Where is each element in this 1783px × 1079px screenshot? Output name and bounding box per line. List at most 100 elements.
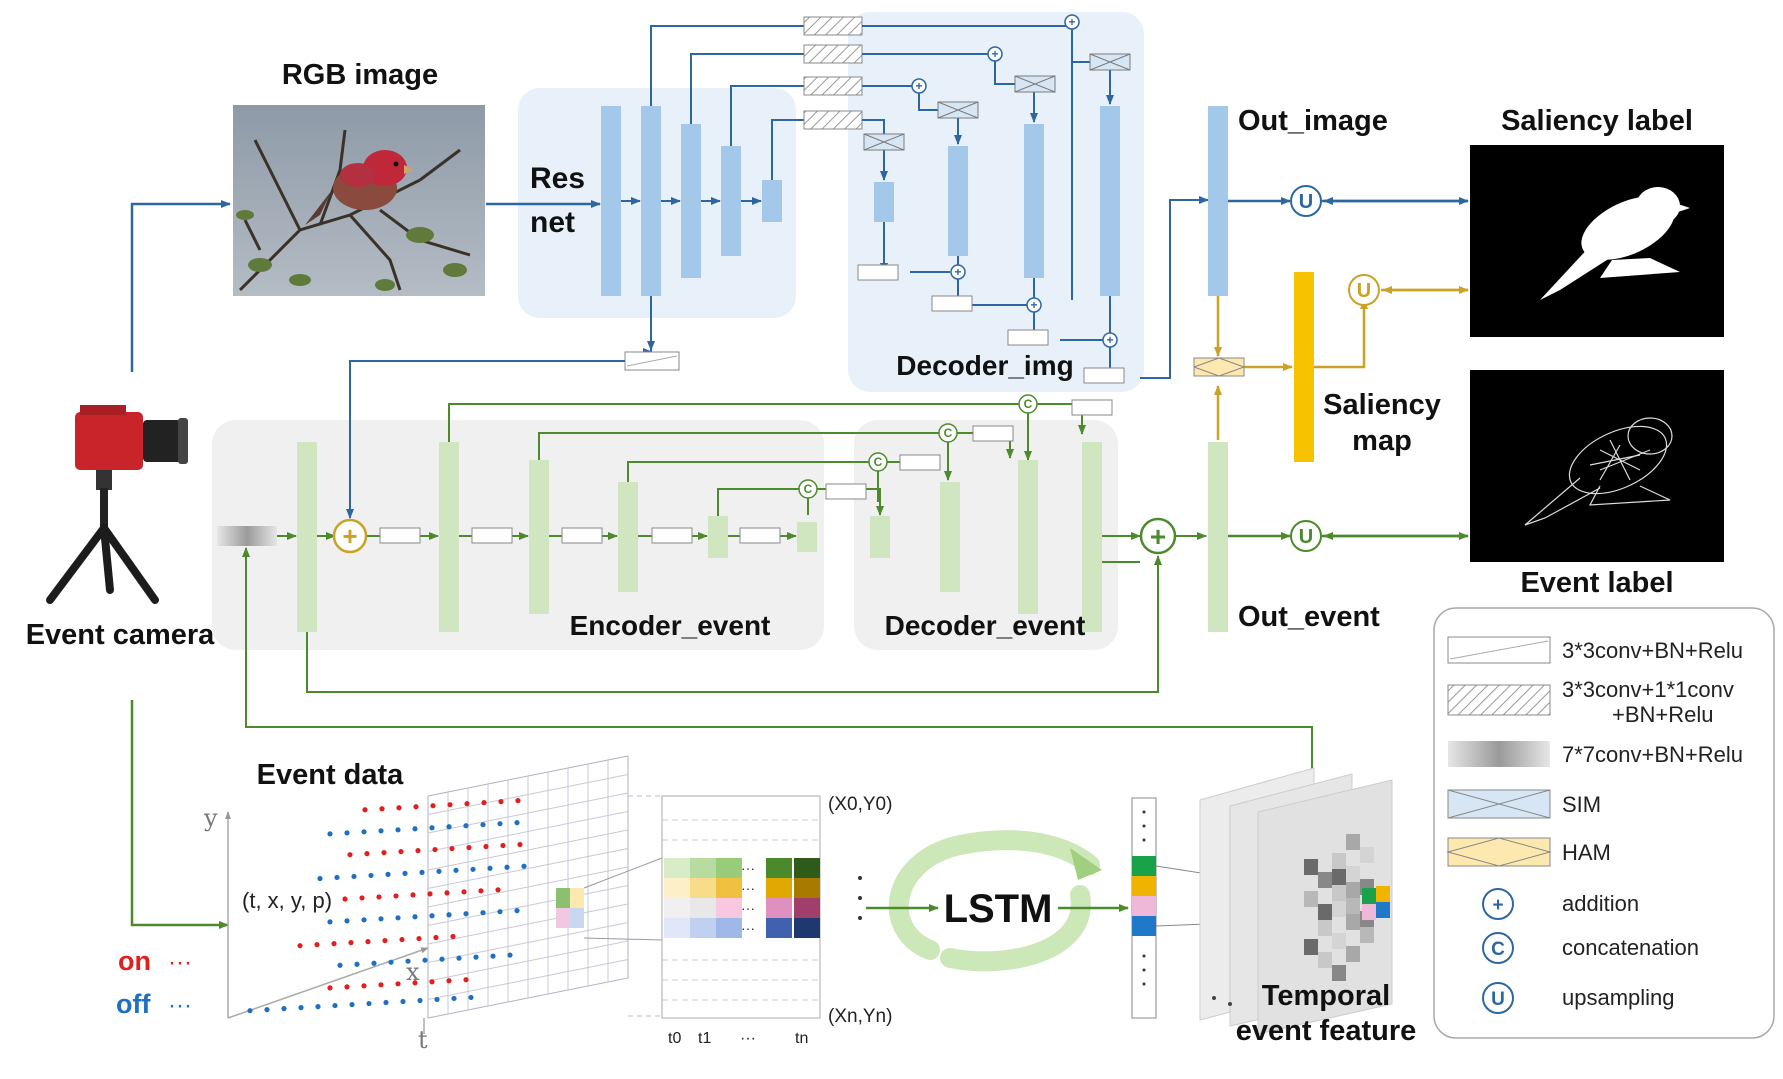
event-dot [504, 864, 510, 870]
grid-line [427, 792, 629, 834]
feature-cell [1318, 872, 1332, 888]
legend-blur-box [1448, 741, 1550, 767]
upsample-glyph: U [1299, 191, 1313, 213]
grid-line [427, 829, 629, 871]
event-dot [365, 939, 371, 945]
plus-glyph: + [1068, 15, 1075, 29]
event-dot [361, 917, 367, 923]
event-dot [500, 842, 506, 849]
hatch-box-3 [803, 76, 863, 96]
seq-cell [766, 858, 792, 878]
seq-cell [766, 898, 792, 918]
grid-line [427, 885, 629, 926]
upsample-glyph: U [1299, 526, 1313, 548]
tn-label: tn [795, 1030, 808, 1047]
event-dot [446, 824, 452, 830]
event-dot [264, 1007, 270, 1013]
event-dot [419, 869, 425, 875]
x0y0-label: (X0,Y0) [828, 794, 892, 815]
event-dot [347, 852, 353, 858]
event-dot [381, 850, 387, 856]
event-dot [410, 892, 416, 898]
upsample-node-image [1290, 185, 1322, 217]
feature-cell [1346, 914, 1360, 930]
patch-projection [583, 857, 663, 941]
seq-cell [690, 918, 716, 938]
event-dot [297, 943, 303, 949]
event-dot [247, 1008, 253, 1014]
plus-glyph: + [915, 79, 922, 93]
feature-cell [1304, 859, 1318, 875]
hatch-box-1 [803, 16, 863, 36]
event-dot [317, 875, 323, 882]
off-dots: ··· [168, 992, 192, 1019]
event-dot [434, 996, 440, 1003]
seq-cell [716, 878, 742, 898]
event-dot [359, 895, 365, 901]
event-dot [450, 933, 456, 940]
event-dot [378, 982, 384, 988]
decoder-img-block-3 [1024, 124, 1044, 278]
grid-line [427, 903, 629, 945]
feature-cell [1318, 904, 1332, 920]
event-dot [314, 942, 320, 948]
event-dot [388, 959, 394, 965]
seq-cell [794, 918, 820, 938]
event-dot [490, 953, 496, 959]
event-dot [453, 867, 459, 873]
projection-lines [628, 795, 660, 1017]
plus-glyph: + [342, 521, 357, 551]
seq-ellipsis: ··· [741, 860, 755, 876]
feature-cell [1360, 927, 1374, 943]
off-label: off [116, 989, 151, 1019]
seq-cell [664, 858, 690, 878]
legend-sim-box [1447, 789, 1551, 819]
camera-to-event-data-arrow [130, 700, 229, 929]
resnet-label-line2: net [530, 206, 575, 239]
feature-cell [1332, 885, 1346, 901]
feature-cell [1304, 891, 1318, 907]
event-dot [331, 941, 337, 947]
rgb-image [233, 105, 485, 296]
event-dot [444, 890, 450, 896]
decoder-event-label: Decoder_event [885, 610, 1086, 641]
seq-cell [690, 878, 716, 898]
event-dot [422, 957, 428, 963]
resnet-block-3 [681, 124, 701, 278]
plus-nodes-decoder-img [911, 14, 1118, 348]
plus-glyph: + [991, 47, 998, 61]
axis-t-label: t [418, 1026, 428, 1054]
decoder-event-block-4 [1082, 442, 1102, 632]
event-dot [385, 871, 391, 878]
saliency-label-title: Saliency label [1501, 105, 1693, 137]
event-dot [376, 894, 382, 900]
feature-cell [1332, 853, 1346, 869]
ham-box [1193, 357, 1245, 377]
event-dot [348, 940, 354, 946]
seq-cell [664, 918, 690, 938]
event-dot [464, 801, 470, 807]
event-dot [382, 937, 388, 944]
event-dots [247, 798, 527, 1014]
grid-line [427, 774, 629, 815]
decoder-img-block-2 [948, 146, 968, 256]
conv-boxes-decoder-img [857, 264, 1125, 384]
legend-c-circle [1482, 932, 1514, 964]
event-dot [351, 873, 357, 880]
out-image-label: Out_image [1238, 105, 1388, 137]
event-dot [332, 1002, 338, 1009]
event-dot [481, 800, 487, 806]
decoder-event-block-2 [940, 482, 960, 592]
encoder-event-block-3 [529, 460, 549, 614]
event-dot [396, 805, 402, 811]
feature-cell [1346, 834, 1360, 850]
event-plus-node [1139, 517, 1177, 555]
feature-cell [1304, 939, 1318, 955]
event-dot [344, 984, 350, 990]
feature-cell-highlight [1376, 902, 1390, 918]
event-dot [436, 868, 442, 874]
event-dot [446, 912, 452, 918]
event-label-image [1470, 370, 1724, 562]
t-dots-label: ··· [740, 1030, 756, 1047]
event-dot [349, 1001, 355, 1008]
